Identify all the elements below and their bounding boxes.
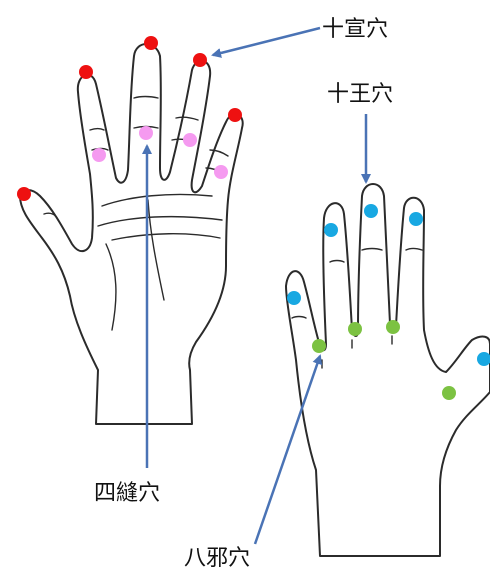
label-shixuan: 十宣穴: [322, 19, 388, 41]
shiwang-point: [477, 352, 490, 366]
arrow-shixuan: [213, 28, 320, 55]
baxie-point: [312, 339, 326, 353]
sifeng-point: [92, 148, 106, 162]
shixuan-point: [79, 65, 93, 79]
shiwang-point: [324, 223, 338, 237]
baxie-point: [348, 322, 362, 336]
label-shiwang: 十王穴: [327, 84, 393, 106]
shixuan-point: [144, 36, 158, 50]
sifeng-point: [139, 126, 153, 140]
label-sifeng: 四縫穴: [94, 483, 160, 505]
shiwang-point: [364, 204, 378, 218]
label-baxie: 八邪穴: [184, 548, 250, 570]
left-hand-creases: [44, 97, 228, 221]
baxie-points: [312, 320, 456, 400]
right-hand-outline: [286, 184, 490, 556]
shiwang-point: [409, 212, 423, 226]
sifeng-point: [214, 165, 228, 179]
sifeng-point: [183, 133, 197, 147]
left-hand-outline: [20, 44, 243, 424]
left-hand-palm-lines: [98, 194, 222, 330]
shixuan-point: [193, 53, 207, 67]
baxie-point: [386, 320, 400, 334]
baxie-point: [442, 386, 456, 400]
shixuan-point: [228, 108, 242, 122]
shiwang-point: [287, 291, 301, 305]
right-hand-back: [286, 184, 490, 556]
left-hand-palm: [20, 44, 243, 424]
shixuan-point: [17, 187, 31, 201]
